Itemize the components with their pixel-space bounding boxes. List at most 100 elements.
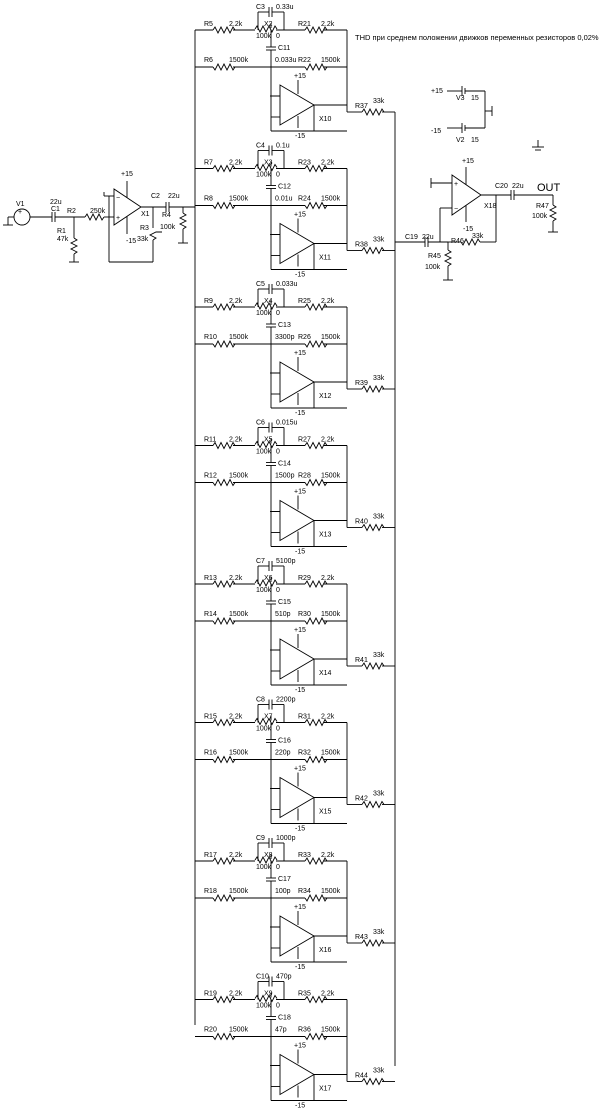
value-c5: 0.033u xyxy=(276,281,298,288)
c2-name: C2 xyxy=(151,193,160,200)
label-c17: C17 xyxy=(278,876,291,883)
value-r24: 1500k xyxy=(321,196,341,203)
x18-opamp xyxy=(451,174,482,216)
label-r35: R35 xyxy=(298,991,311,998)
value-c18: 47p xyxy=(275,1027,287,1034)
value-r27: 2.2k xyxy=(321,437,335,444)
supply-neg-x16: -15 xyxy=(295,964,305,971)
r3-resistor xyxy=(148,231,162,241)
label-x9: X9 xyxy=(264,991,273,998)
resistor-r37 xyxy=(361,107,385,117)
r47-name: R47 xyxy=(536,203,549,210)
value-r18: 1500k xyxy=(229,888,249,895)
label-c13: C13 xyxy=(278,322,291,329)
opamp-x17 xyxy=(279,1053,315,1096)
value-r33: 2.2k xyxy=(321,852,335,859)
label-c16: C16 xyxy=(278,738,291,745)
r4-resistor xyxy=(178,212,188,230)
label-r17: R17 xyxy=(204,852,217,859)
wiper-x2: 0 xyxy=(276,33,280,40)
label-r39: R39 xyxy=(355,380,368,387)
supply-pos-x12: +15 xyxy=(294,350,306,357)
value-r28: 1500k xyxy=(321,473,341,480)
supply-neg-x12: -15 xyxy=(295,410,305,417)
resistor-r6 xyxy=(212,62,236,72)
x18-neg-supply: -15 xyxy=(463,226,473,233)
resistor-r43 xyxy=(361,938,385,948)
v3-label: +15 xyxy=(431,88,443,95)
resistor-r5 xyxy=(212,25,236,35)
label-x8: X8 xyxy=(264,852,273,859)
label-r11: R11 xyxy=(204,437,216,444)
label-r12: R12 xyxy=(204,473,217,480)
label-r29: R29 xyxy=(298,575,311,582)
r1-name: R1 xyxy=(57,228,66,235)
source-v1-label: V1 xyxy=(16,201,25,208)
value-c16: 220p xyxy=(275,750,291,757)
resistor-r8 xyxy=(212,201,236,210)
resistor-r38 xyxy=(361,246,385,255)
resistor-r34 xyxy=(304,893,328,903)
r45-name: R45 xyxy=(428,253,441,260)
value-x5: 100k xyxy=(256,449,272,456)
value-c9: 1000p xyxy=(276,835,296,842)
label-x4: X4 xyxy=(264,298,273,305)
label-x15: X15 xyxy=(319,809,332,816)
x1-label: X1 xyxy=(141,211,150,218)
label-r42: R42 xyxy=(355,796,368,803)
opamp-x11 xyxy=(279,222,315,265)
v3-value: 15 xyxy=(471,95,479,102)
value-c6: 0.015u xyxy=(276,420,298,427)
r3-value: 33k xyxy=(137,236,149,243)
opamp-x14 xyxy=(279,638,315,680)
x18-label: X18 xyxy=(484,203,497,210)
label-x17: X17 xyxy=(319,1086,332,1093)
wiper-x4: 0 xyxy=(276,310,280,317)
value-r8: 1500k xyxy=(229,196,249,203)
resistor-r39 xyxy=(361,384,385,394)
resistor-r7 xyxy=(212,164,236,173)
wiper-x6: 0 xyxy=(276,587,280,594)
label-c10: C10 xyxy=(256,974,269,981)
label-c11: C11 xyxy=(278,45,290,52)
label-r16: R16 xyxy=(204,750,217,757)
label-c14: C14 xyxy=(278,461,291,468)
label-x16: X16 xyxy=(319,947,332,954)
resistor-r26 xyxy=(304,339,328,349)
value-r14: 1500k xyxy=(229,611,249,618)
label-r30: R30 xyxy=(298,611,311,618)
value-r7: 2.2k xyxy=(229,160,243,167)
supply-pos-x11: +15 xyxy=(294,212,306,219)
value-c11: 0.033u xyxy=(275,57,297,64)
value-r31: 2.2k xyxy=(321,714,335,721)
label-r25: R25 xyxy=(298,298,311,305)
value-c8: 2200p xyxy=(276,697,296,704)
out-label: OUT xyxy=(537,182,561,194)
r2-resistor xyxy=(84,212,105,222)
x18-pos-supply: +15 xyxy=(462,158,474,165)
label-c9: C9 xyxy=(256,835,265,842)
label-r36: R36 xyxy=(298,1027,311,1034)
c2-value: 22u xyxy=(168,193,180,200)
r2-value: 250k xyxy=(90,208,106,215)
supply-pos-x14: +15 xyxy=(294,627,306,634)
value-r30: 1500k xyxy=(321,611,341,618)
value-c3: 0.33u xyxy=(276,4,294,11)
resistor-r44 xyxy=(361,1077,385,1086)
value-r35: 2.2k xyxy=(321,991,335,998)
opamp-x12 xyxy=(279,361,315,403)
v2-label: -15 xyxy=(431,128,441,135)
r45-value: 100k xyxy=(425,264,441,271)
label-r37: R37 xyxy=(355,103,368,110)
supply-neg-x10: -15 xyxy=(295,133,305,140)
wiper-x9: 0 xyxy=(276,1003,280,1010)
label-x6: X6 xyxy=(264,575,273,582)
label-r7: R7 xyxy=(204,160,213,167)
